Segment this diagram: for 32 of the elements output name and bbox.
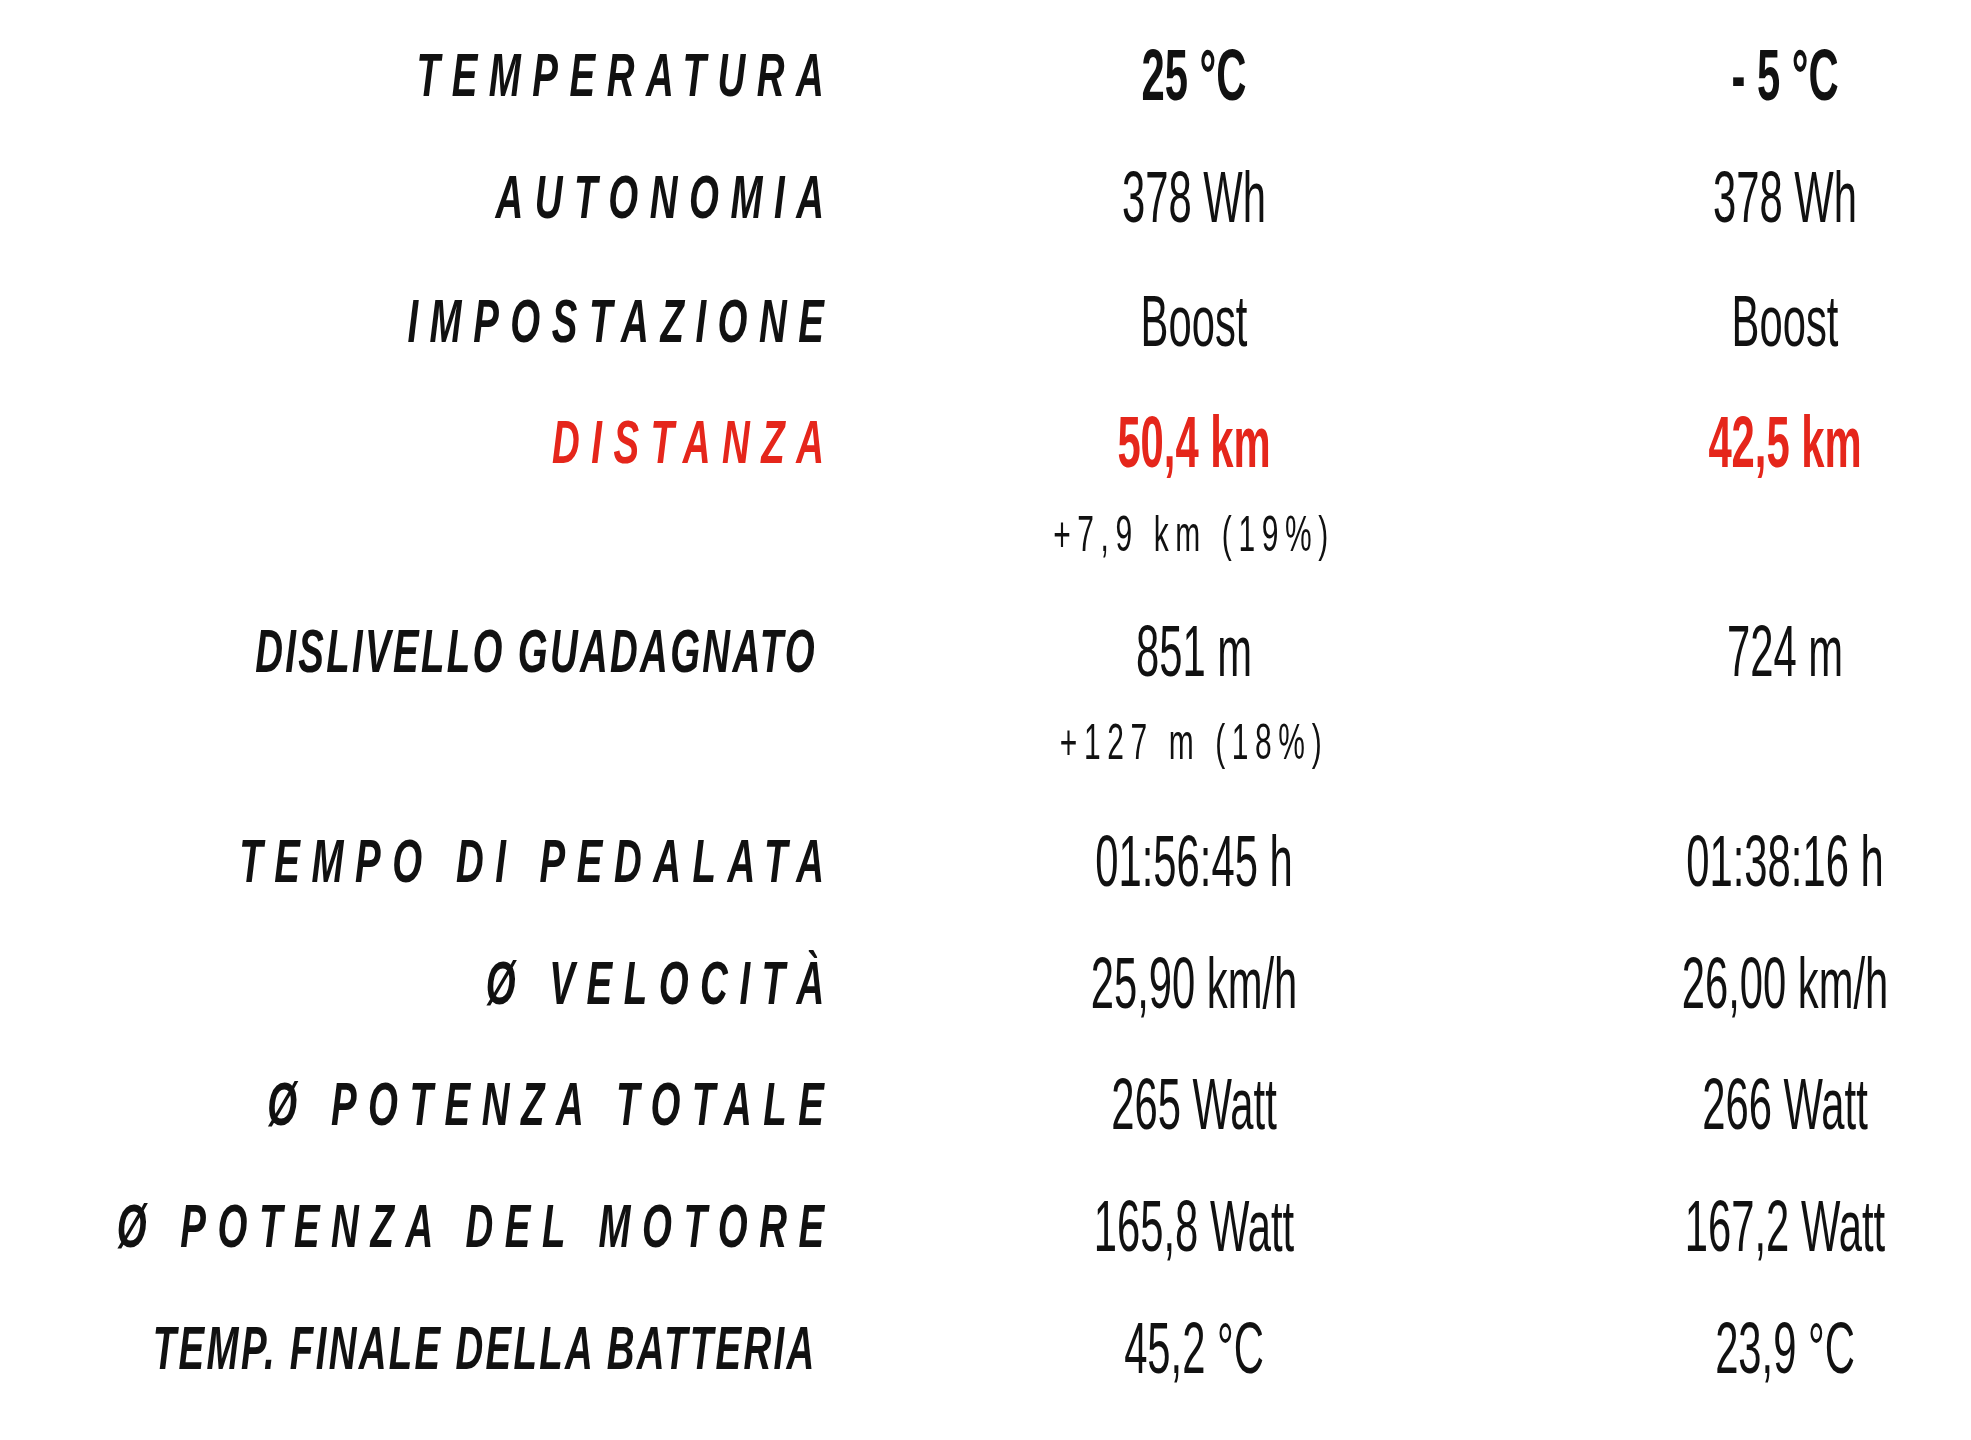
- difference-note: +127 m (18%): [1059, 717, 1329, 767]
- row-heading: AUTONOMIA: [495, 166, 836, 228]
- difference-note: +7,9 km (19%): [1053, 509, 1335, 559]
- table-value: 01:38:16 h: [1686, 825, 1884, 897]
- table-value: 45,2 °C: [1124, 1312, 1264, 1384]
- row-heading: Ø POTENZA DEL MOTORE: [116, 1195, 836, 1257]
- row-heading: IMPOSTAZIONE: [407, 290, 836, 352]
- table-value: 25 °C: [1141, 39, 1247, 111]
- row-heading: DISTANZA: [551, 411, 836, 473]
- row-heading: DISLIVELLO GUADAGNATO: [255, 620, 817, 682]
- table-value: Boost: [1140, 285, 1248, 357]
- table-value: 724 m: [1726, 615, 1844, 687]
- table-value: 42,5 km: [1708, 406, 1862, 478]
- table-value: 26,00 km/h: [1681, 947, 1889, 1019]
- table-value: - 5 °C: [1731, 39, 1839, 111]
- table-value: 378 Wh: [1713, 161, 1857, 233]
- row-heading: Ø POTENZA TOTALE: [267, 1073, 836, 1135]
- table-value: Boost: [1731, 285, 1839, 357]
- table-value: 50,4 km: [1117, 406, 1271, 478]
- row-heading: TEMPERATURA: [416, 44, 836, 106]
- row-heading: Ø VELOCITÀ: [485, 952, 836, 1014]
- table-value: 25,90 km/h: [1090, 947, 1298, 1019]
- row-heading: TEMPO DI PEDALATA: [239, 830, 836, 892]
- table-value: 165,8 Watt: [1093, 1190, 1295, 1262]
- table-value: 851 m: [1135, 615, 1253, 687]
- table-value: 01:56:45 h: [1095, 825, 1293, 897]
- table-value: 265 Watt: [1111, 1068, 1277, 1140]
- table-value: 378 Wh: [1122, 161, 1266, 233]
- table-value: 23,9 °C: [1715, 1312, 1855, 1384]
- row-heading: TEMP. FINALE DELLA BATTERIA: [153, 1317, 817, 1379]
- table-value: 167,2 Watt: [1684, 1190, 1886, 1262]
- table-value: 266 Watt: [1702, 1068, 1868, 1140]
